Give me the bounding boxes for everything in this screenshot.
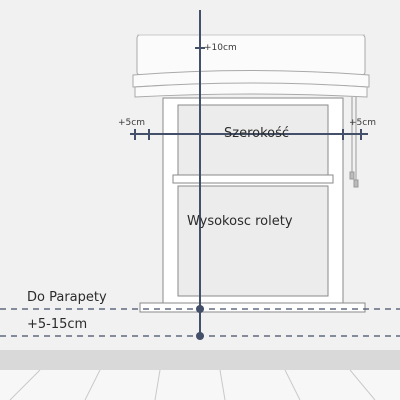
top-margin-label: +10cm	[204, 43, 237, 53]
width-label: Szerokość	[224, 126, 290, 141]
below-sill-label: +5-15cm	[27, 317, 88, 332]
to-sill-label: Do Parapety	[27, 290, 107, 305]
roman-blind	[132, 34, 370, 98]
window-sill	[139, 302, 366, 313]
right-margin-label: +5cm	[349, 118, 376, 128]
window-sash-rail	[172, 174, 334, 184]
floorboards	[0, 369, 400, 400]
sill-dot	[196, 305, 204, 313]
window-lower-pane	[177, 185, 329, 297]
below-sill-dot	[196, 332, 204, 340]
height-label: Wysokosc rolety	[187, 214, 293, 229]
left-margin-label: +5cm	[118, 118, 145, 128]
window	[139, 97, 366, 313]
baseboard	[0, 350, 400, 370]
